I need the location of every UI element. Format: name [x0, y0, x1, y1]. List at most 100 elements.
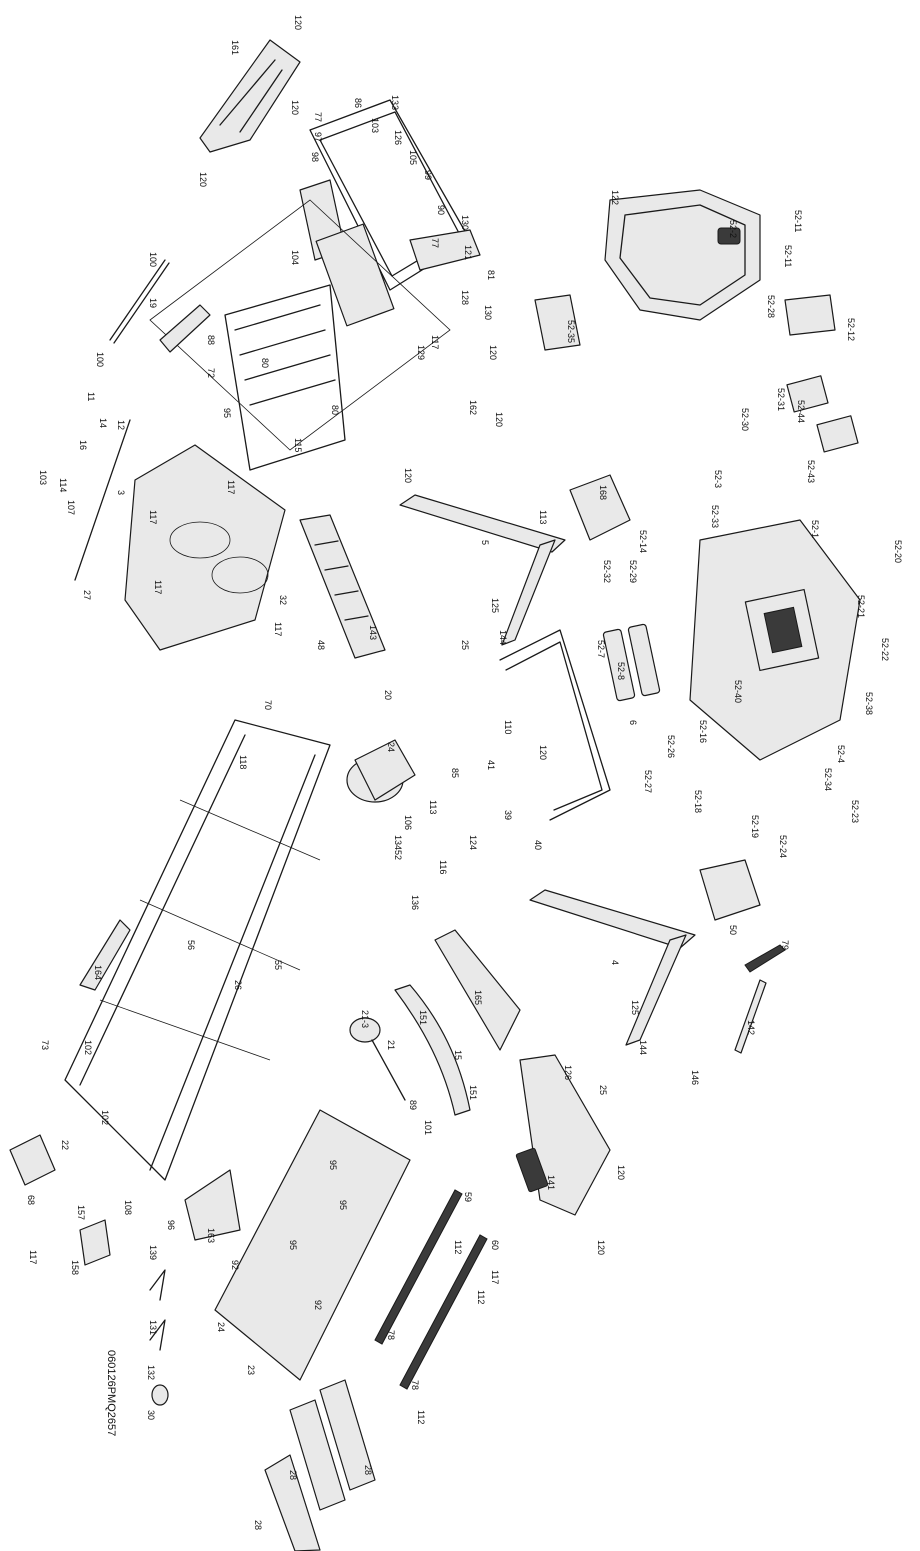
panel-sheets-52-44 — [786, 375, 859, 453]
callout-c-120-g: 120 — [616, 1165, 626, 1180]
callout-c-14: 14 — [98, 418, 108, 428]
callout-c-125-b: 125 — [630, 1000, 640, 1015]
callout-c-103-b: 103 — [38, 470, 48, 485]
callout-c-80-a: 80 — [260, 358, 270, 368]
callout-c-164: 164 — [93, 965, 103, 980]
callout-c-85: 85 — [450, 768, 460, 778]
callout-c-52-33: 52-33 — [710, 505, 720, 528]
document-code-label: 060126PMQ2657 — [105, 1350, 117, 1436]
callout-c-113-b: 113 — [428, 800, 438, 814]
callout-c-112-b: 112 — [476, 1290, 486, 1304]
callout-c-128: 128 — [460, 290, 470, 305]
upright-4 — [529, 889, 696, 1046]
callout-c-72: 72 — [206, 368, 216, 378]
callout-c-12: 12 — [116, 420, 126, 430]
upright-5 — [399, 494, 566, 646]
callout-c-52-3: 52-3 — [713, 470, 723, 488]
callout-c-112-c: 112 — [416, 1410, 426, 1424]
callout-c-120-b: 120 — [198, 172, 208, 187]
deck-frame — [64, 719, 331, 1181]
callout-c-27: 27 — [82, 590, 92, 600]
callout-c-28-c: 28 — [363, 1465, 373, 1475]
callout-c-52-18: 52-18 — [693, 790, 703, 813]
callout-c-19: 19 — [148, 298, 158, 308]
callout-c-52-28: 52-28 — [766, 295, 776, 318]
callout-c-100-a: 100 — [148, 252, 158, 267]
callout-c-55: 55 — [273, 960, 283, 970]
callout-c-50: 50 — [728, 925, 738, 935]
callout-c-110: 110 — [503, 720, 513, 734]
callout-c-52-11-b: 52-11 — [783, 245, 793, 267]
callout-c-102-b: 102 — [100, 1110, 110, 1125]
callout-c-30: 30 — [146, 1410, 156, 1420]
callout-c-88: 88 — [206, 335, 216, 345]
callout-c-52-21: 52-21 — [856, 595, 866, 618]
end-cap-69 — [79, 1219, 111, 1266]
roller-21 — [349, 1017, 406, 1101]
callout-c-56: 56 — [186, 940, 196, 950]
callout-c-104: 104 — [290, 250, 300, 265]
side-cap-52-35 — [534, 294, 581, 351]
callout-c-11: 11 — [86, 392, 96, 401]
callout-c-146: 146 — [690, 1070, 700, 1085]
callout-c-52-31: 52-31 — [776, 388, 786, 411]
callout-c-28-b: 28 — [288, 1470, 298, 1480]
rear-cover-141 — [515, 1054, 611, 1216]
callout-c-15: 15 — [453, 1050, 463, 1060]
callout-c-52-23: 52-23 — [850, 800, 860, 823]
callout-c-165: 165 — [473, 990, 483, 1005]
callout-c-105: 105 — [408, 150, 418, 165]
callout-c-70: 70 — [263, 700, 273, 710]
callout-c-117-f: 117 — [28, 1250, 38, 1264]
callout-c-97: 97 — [313, 132, 323, 142]
callout-c-86: 86 — [353, 98, 363, 108]
roller-shaft-19 — [109, 259, 170, 344]
hood-frame-assembly — [149, 99, 481, 451]
callout-c-95-a: 95 — [222, 408, 232, 418]
callout-c-102-a: 102 — [83, 1040, 93, 1055]
callout-c-21: 21 — [386, 1040, 396, 1050]
callout-c-52-4: 52-4 — [836, 745, 846, 763]
callout-c-151-a: 151 — [418, 1010, 428, 1025]
callout-c-126-b: 126 — [563, 1065, 573, 1080]
callout-c-52-22: 52-22 — [880, 638, 890, 661]
callout-c-73: 73 — [40, 1040, 50, 1050]
callout-c-28-a: 28 — [253, 1520, 263, 1530]
callout-c-32: 32 — [278, 595, 288, 605]
drive-motor — [346, 739, 416, 803]
callout-c-77-b: 77 — [430, 238, 440, 248]
callout-c-52-20: 52-20 — [893, 540, 903, 563]
callout-c-25-b: 25 — [598, 1085, 608, 1095]
motor-cover-plate-32 — [124, 444, 286, 651]
elevation-rod-3 — [74, 419, 131, 581]
callout-c-143: 143 — [368, 625, 378, 640]
callout-c-142: 142 — [746, 1020, 756, 1035]
callout-c-100-b: 100 — [95, 352, 105, 367]
lower-console-165 — [434, 929, 521, 1051]
callout-c-52: 52 — [393, 850, 403, 860]
callout-c-23: 23 — [246, 1365, 256, 1375]
callout-c-124: 124 — [468, 835, 478, 850]
callout-c-52-32: 52-32 — [602, 560, 612, 583]
callout-c-108: 108 — [123, 1200, 133, 1215]
callout-c-52-30: 52-30 — [740, 408, 750, 431]
callout-c-117-c: 117 — [148, 510, 158, 524]
callout-c-118: 118 — [238, 755, 248, 769]
callout-c-95-c: 95 — [288, 1240, 298, 1250]
callout-c-101: 101 — [423, 1120, 433, 1135]
callout-c-52-40: 52-40 — [733, 680, 743, 703]
clip-132 — [149, 1319, 166, 1351]
callout-c-98: 98 — [310, 152, 320, 162]
callout-c-78-b: 78 — [410, 1380, 420, 1390]
callout-c-52-44: 52-44 — [796, 400, 806, 423]
callout-c-112-a: 112 — [453, 1240, 463, 1254]
callout-c-132: 132 — [146, 1365, 156, 1380]
callout-c-116: 116 — [438, 860, 448, 874]
callout-c-144-a: 144 — [498, 630, 508, 645]
callout-c-52-26: 52-26 — [666, 735, 676, 758]
side-rails-78 — [374, 1189, 488, 1390]
callout-c-117-a: 117 — [430, 335, 440, 349]
callout-c-92-b: 92 — [313, 1300, 323, 1310]
callout-c-157: 157 — [76, 1205, 86, 1220]
